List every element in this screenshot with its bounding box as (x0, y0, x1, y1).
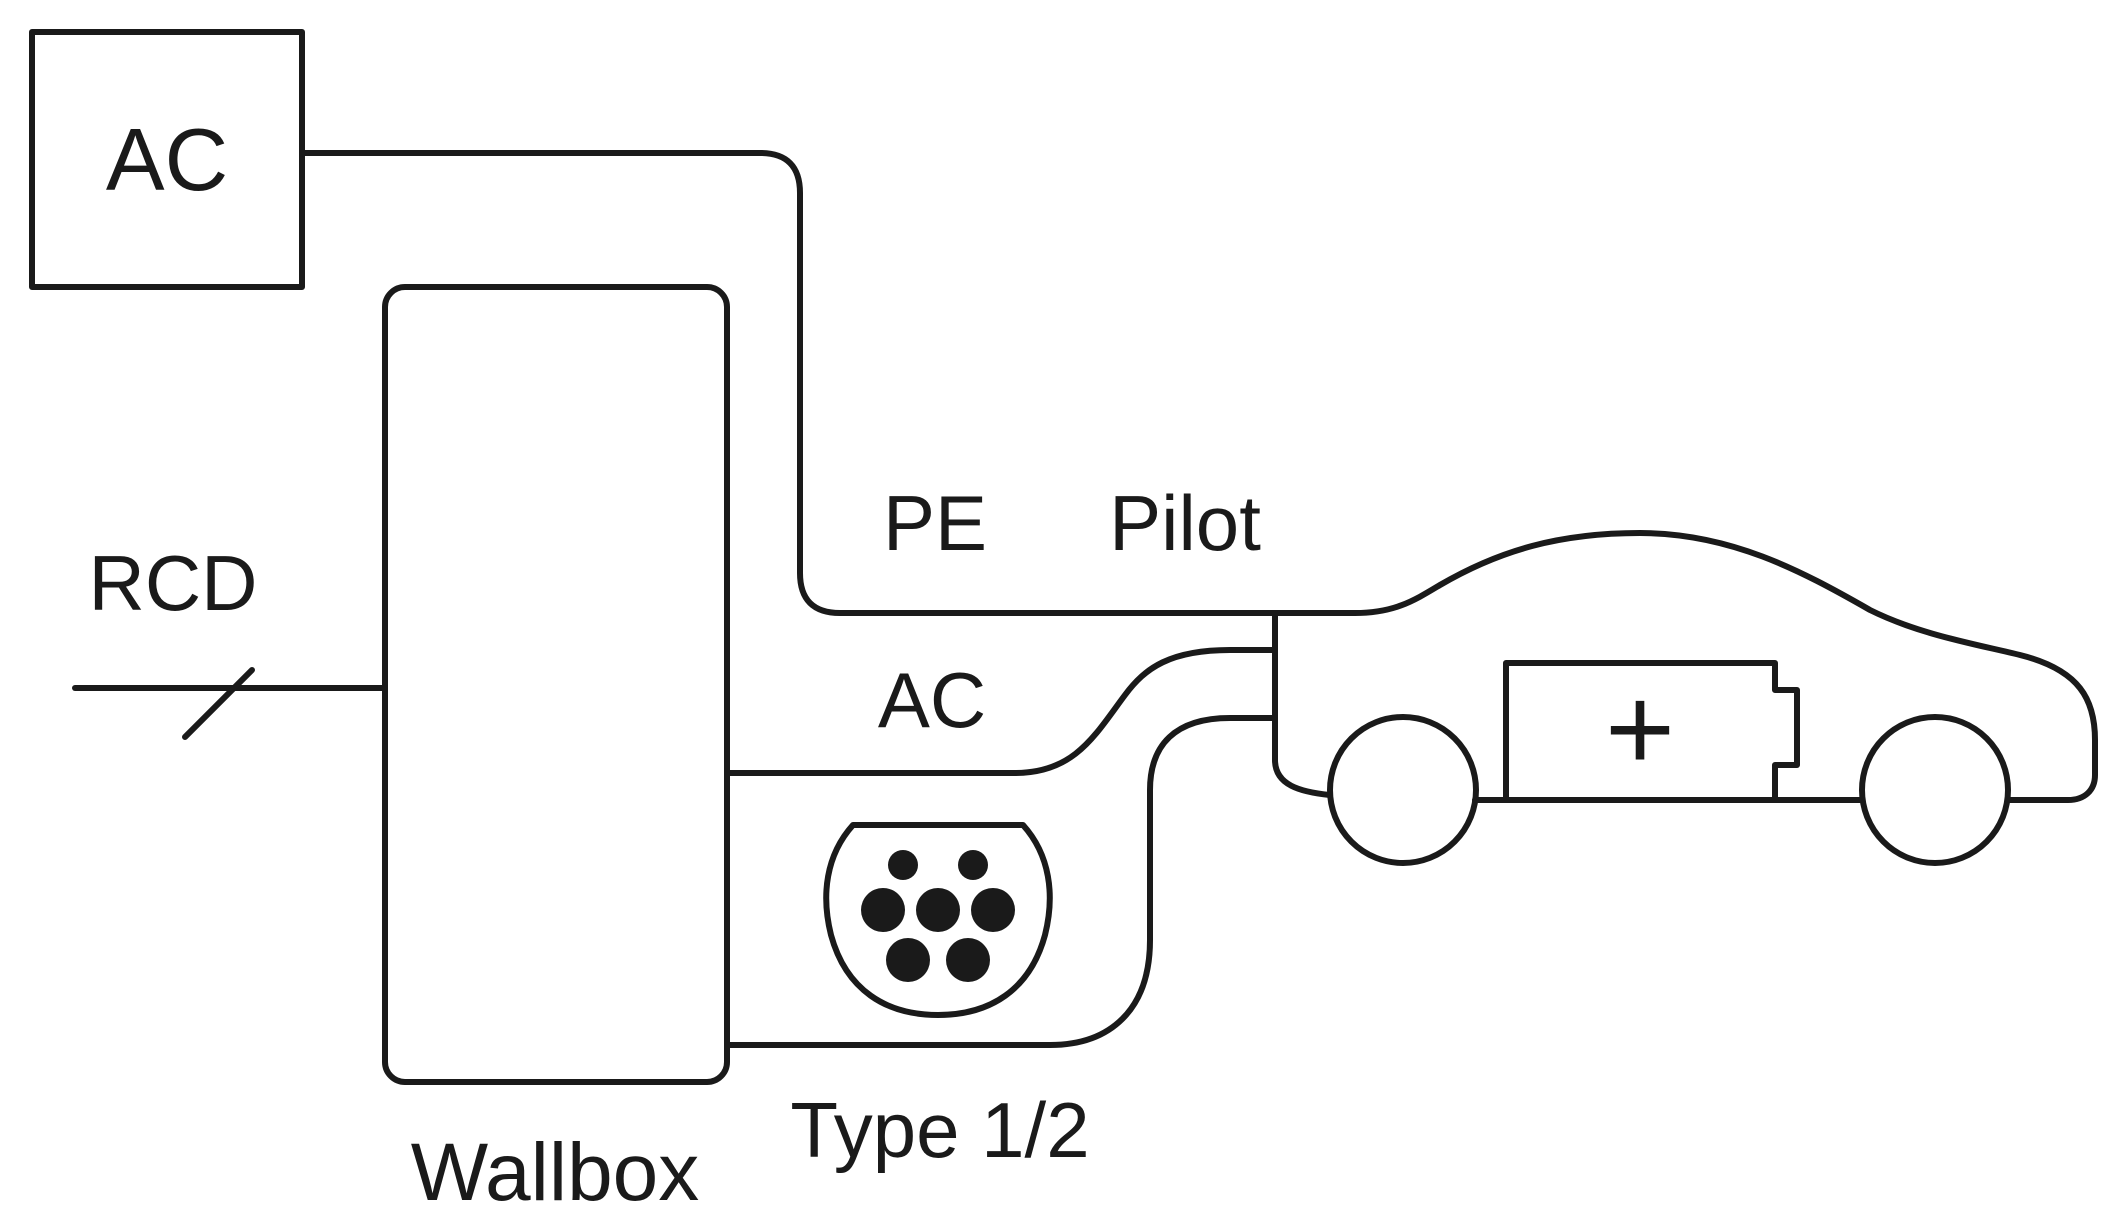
ac-source-label: AC (106, 110, 228, 209)
ac-source: AC (29, 29, 305, 290)
connector-pin (888, 850, 918, 880)
cable-upper-line (724, 647, 1278, 776)
wallbox: Wallbox (382, 284, 730, 1218)
connector-pin (886, 938, 930, 982)
ac-line-label: AC (878, 656, 986, 744)
pe-pilot-line (299, 150, 1358, 616)
rear-wheel (1859, 714, 2011, 866)
car-body (1272, 530, 2098, 803)
connector-pin (958, 850, 988, 880)
ac-source-box (29, 29, 305, 290)
rcd-label: RCD (89, 539, 258, 627)
rcd-breaker-symbol (182, 667, 255, 740)
front-wheel (1327, 714, 1479, 866)
battery-outline (1503, 660, 1800, 803)
connector-type-label: Type 1/2 (790, 1086, 1089, 1174)
connector-pin (861, 888, 905, 932)
battery-icon: + (1503, 660, 1800, 803)
rcd-input: RCD (72, 539, 388, 740)
car: + (1272, 530, 2098, 866)
connector-pin (971, 888, 1015, 932)
wallbox-label: Wallbox (411, 1127, 700, 1218)
cable-lower-line (724, 715, 1278, 1048)
connector-outline (823, 822, 1053, 1018)
connector-pin (916, 888, 960, 932)
wallbox-box (382, 284, 730, 1085)
car-body-lower (1272, 610, 1333, 798)
pe-label: PE (883, 479, 987, 567)
charging-cable (724, 647, 1278, 1048)
connector-pin (946, 938, 990, 982)
pilot-label: Pilot (1109, 479, 1261, 567)
battery-plus-symbol: + (1605, 662, 1675, 796)
connector-icon (823, 822, 1053, 1018)
